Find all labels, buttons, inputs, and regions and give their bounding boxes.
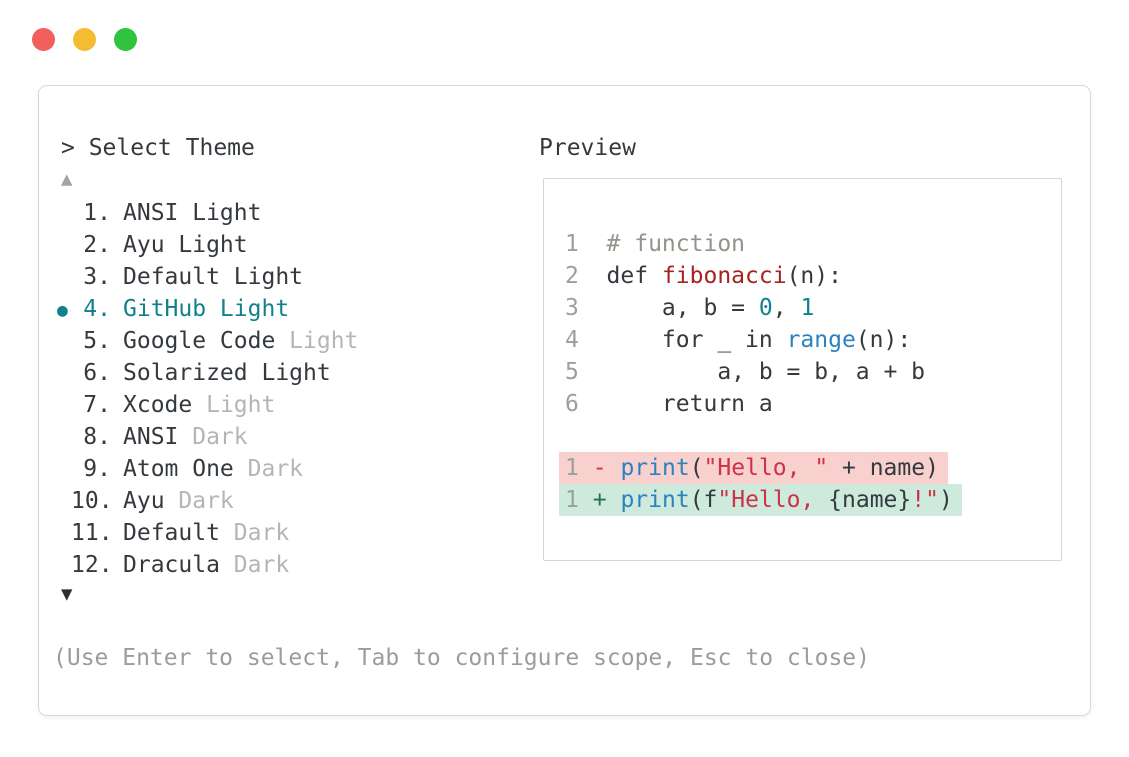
code-line: 2 def fibonacci(n):: [565, 263, 842, 289]
preview-label: Preview: [539, 135, 636, 161]
theme-name: Default Dark: [123, 520, 290, 546]
theme-option[interactable]: 2. Ayu Light: [39, 229, 529, 261]
theme-number: 8.: [83, 424, 111, 450]
theme-name: Default Light: [123, 264, 304, 290]
code-line: [565, 420, 1061, 452]
theme-number: 4.: [83, 296, 111, 322]
scroll-up-icon[interactable]: ▲: [61, 168, 73, 190]
theme-number: 6.: [83, 360, 111, 386]
code-line: 5 a, b = b, a + b: [565, 359, 926, 385]
theme-option[interactable]: 6. Solarized Light: [39, 357, 529, 389]
code-line: 1 # function: [565, 231, 746, 257]
code-line: 3 a, b = 0, 1: [565, 295, 815, 321]
theme-name: Dracula Dark: [123, 552, 290, 578]
theme-number: 9.: [83, 456, 111, 482]
code-line: 6 return a: [565, 391, 773, 417]
theme-name: GitHub Light: [123, 296, 290, 322]
theme-variant: Light: [192, 392, 276, 418]
theme-variant: Dark: [164, 488, 234, 514]
theme-option[interactable]: 9. Atom One Dark: [39, 453, 529, 485]
code-preview: 1 # function 2 def fibonacci(n): 3 a, b = …: [544, 179, 1061, 516]
theme-option[interactable]: 11. Default Dark: [39, 517, 529, 549]
theme-number: 10.: [71, 488, 113, 514]
code-line: 1 + print(f"Hello, {name}!"): [559, 484, 1061, 516]
theme-option[interactable]: 12. Dracula Dark: [39, 549, 529, 581]
theme-name: Solarized Light: [123, 360, 331, 386]
theme-number: 11.: [71, 520, 113, 546]
picker-title: > Select Theme: [61, 135, 255, 161]
help-text: (Use Enter to select, Tab to configure s…: [53, 645, 870, 671]
theme-number: 12.: [71, 552, 113, 578]
theme-number: 3.: [83, 264, 111, 290]
theme-variant: Dark: [233, 456, 304, 482]
theme-picker-dialog: > Select Theme Preview ▲ 1. ANSI Light 2. A…: [38, 85, 1091, 716]
theme-name: Atom One Dark: [123, 456, 304, 482]
theme-option[interactable]: 7. Xcode Light: [39, 389, 529, 421]
window-controls: [32, 28, 137, 51]
code-line: 4 for _ in range(n):: [565, 327, 912, 353]
theme-option[interactable]: 1. ANSI Light: [39, 197, 529, 229]
close-window-button[interactable]: [32, 28, 55, 51]
selected-bullet-icon: ●: [57, 300, 68, 321]
diff-added-line: 1 + print(f"Hello, {name}!"): [559, 484, 962, 516]
theme-variant: Dark: [219, 520, 290, 546]
theme-option[interactable]: 8. ANSI Dark: [39, 421, 529, 453]
diff-removed-line: 1 - print("Hello, " + name): [559, 452, 948, 484]
minimize-window-button[interactable]: [73, 28, 96, 51]
theme-name: Ayu Light: [123, 232, 248, 258]
theme-option[interactable]: 5. Google Code Light: [39, 325, 529, 357]
theme-variant: Dark: [178, 424, 248, 450]
theme-name: Ayu Dark: [123, 488, 234, 514]
theme-number: 2.: [83, 232, 111, 258]
theme-name: Google Code Light: [123, 328, 359, 354]
theme-list: 1. ANSI Light 2. Ayu Light 3. Default Light ● 4…: [39, 197, 529, 581]
theme-number: 7.: [83, 392, 111, 418]
theme-number: 1.: [83, 200, 111, 226]
theme-option[interactable]: 3. Default Light: [39, 261, 529, 293]
theme-option[interactable]: ● 4. GitHub Light: [39, 293, 529, 325]
theme-option[interactable]: 10. Ayu Dark: [39, 485, 529, 517]
preview-pane: 1 # function 2 def fibonacci(n): 3 a, b = …: [543, 178, 1062, 561]
theme-name: ANSI Dark: [123, 424, 248, 450]
maximize-window-button[interactable]: [114, 28, 137, 51]
scroll-down-icon[interactable]: ▼: [61, 583, 73, 605]
theme-name: Xcode Light: [123, 392, 276, 418]
code-line: 1 - print("Hello, " + name): [559, 452, 1061, 484]
theme-variant: Light: [275, 328, 359, 354]
theme-name: ANSI Light: [123, 200, 262, 226]
theme-number: 5.: [83, 328, 111, 354]
theme-variant: Dark: [219, 552, 290, 578]
